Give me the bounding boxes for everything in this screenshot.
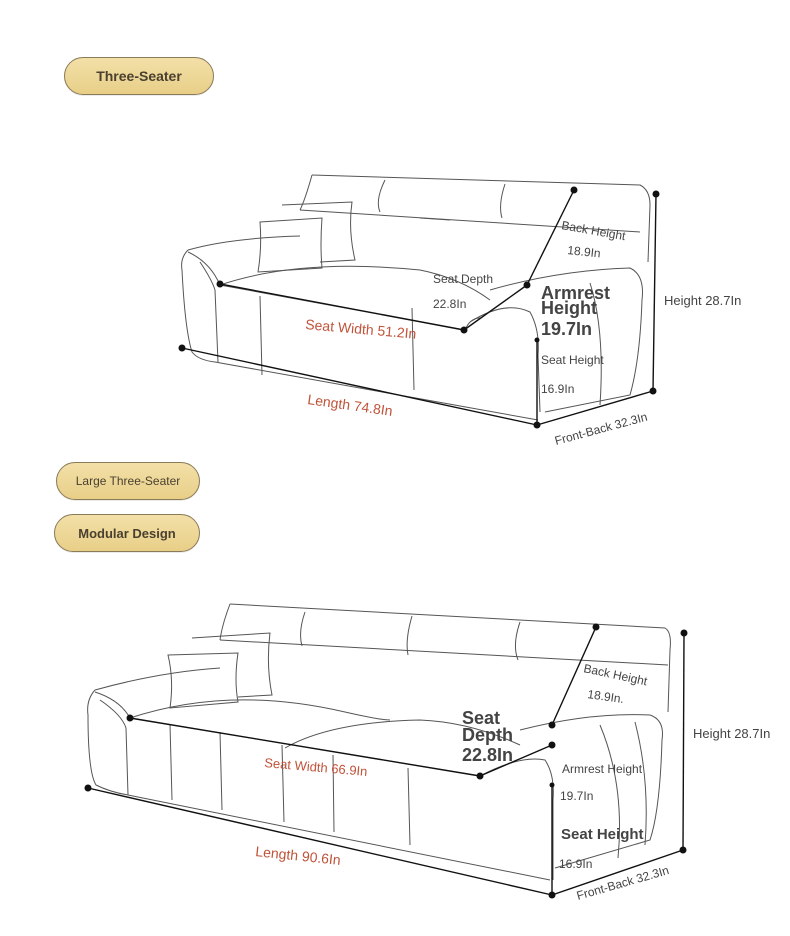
sofa-1-dimension-points: [178, 186, 660, 429]
sofa-2-back-height-label: Back Height: [582, 661, 649, 688]
three-seater-diagram: Back Height 18.9In Height 28.7In Seat De…: [178, 174, 741, 448]
sofa-2-seat-width-label: Seat Width 66.9In: [264, 755, 368, 779]
sofa-2-dimension-lines: [87, 626, 685, 896]
sofa-1-seat-height-label: Seat Height: [541, 353, 604, 367]
three-seater-badge-label: Three-Seater: [96, 68, 182, 84]
sofa-1-height-label: Height 28.7In: [664, 293, 741, 308]
large-three-seater-badge: Large Three-Seater: [56, 462, 200, 500]
sofa-1-seat-depth-value: 22.8In: [433, 297, 466, 311]
three-seater-badge: Three-Seater: [64, 57, 214, 95]
sofa-2-armrest-value: 19.7In: [560, 789, 593, 803]
large-three-seater-badge-label: Large Three-Seater: [75, 474, 181, 488]
sofa-1-armrest-label-2: Height: [541, 298, 597, 318]
sofa-2-seat-depth-label-2: Depth: [462, 725, 513, 745]
sofa-2-length-label: Length 90.6In: [255, 843, 342, 868]
sofa-2-seat-depth-label: Seat: [462, 708, 500, 728]
sofa-2-armrest-label: Armrest Height: [562, 762, 643, 776]
sofa-1-armrest-label: Armrest: [541, 283, 610, 303]
modular-design-badge-label: Modular Design: [78, 525, 176, 541]
sofa-2-dimension-points: [84, 623, 688, 899]
sofa-1-back-height-value: 18.9In: [567, 243, 602, 260]
sofa-1-outline: [181, 174, 651, 421]
sofa-1-seat-height-value: 16.9In: [541, 382, 574, 396]
modular-design-badge: Modular Design: [54, 514, 200, 552]
sofa-1-seat-depth-label: Seat Depth: [433, 272, 493, 286]
sofa-1-dimension-lines: [181, 189, 657, 426]
sofa-1-armrest-value: 19.7In: [541, 319, 592, 339]
sofa-2-back-height-value: 18.9In.: [587, 687, 625, 706]
sofa-2-height-label: Height 28.7In: [693, 726, 770, 741]
sofa-2-seat-height-label: Seat Height: [561, 826, 644, 843]
sofa-2-seat-height-value: 16.9In: [559, 857, 592, 871]
sofa-2-seat-depth-value: 22.8In: [462, 745, 513, 765]
